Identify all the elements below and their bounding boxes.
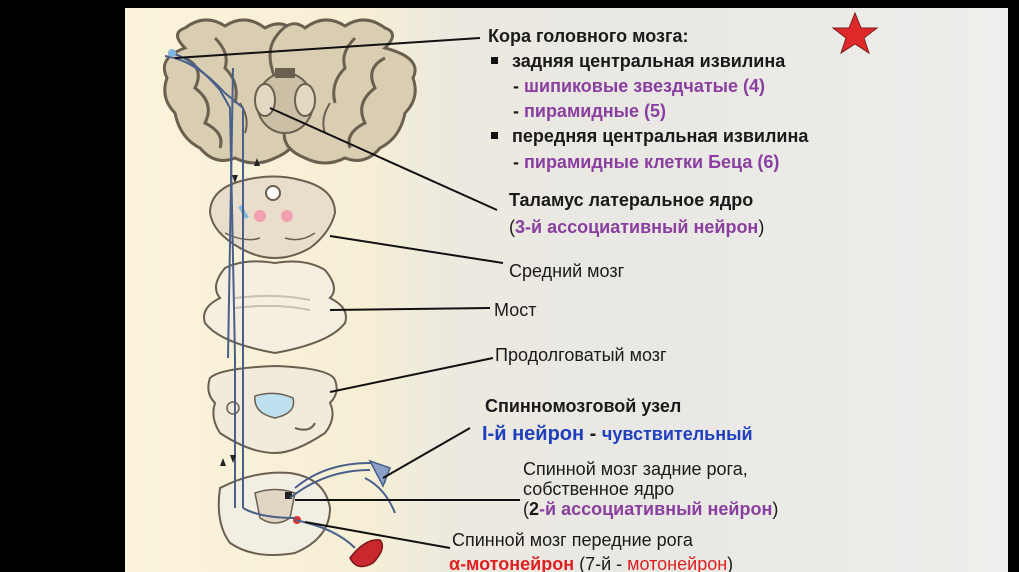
first-neuron-label: I-й нейрон [482,423,585,445]
ganglion-title: Спинномозговой узел [485,396,682,416]
slide: Кора головного мозга: задняя центральная… [125,8,1008,572]
sensory-label: чувствительный [601,424,753,444]
pyramidal-item: - пирамидные (5) [513,101,667,121]
medulla-illustration [207,364,338,455]
medulla-label: Продолговатый мозг [495,345,667,365]
cortex-title: Кора головного мозга: [488,26,689,46]
spinal-cord-illustration [217,471,332,556]
motoneuron-line: α-мотонейрон (7-й - мотонейрон) [449,554,734,572]
midbrain-illustration [208,175,337,259]
muscle-illustration [349,539,384,568]
ventral-horn-line1: Спинной мозг передние рога [452,530,693,550]
bullet-icon [491,131,498,139]
midbrain-label: Средний мозг [509,261,625,281]
brain-pathway-diagram [162,11,879,568]
direction-arrows [220,158,260,466]
thalamus-title: Таламус латеральное ядро [509,190,754,210]
alpha-motoneuron-label: α-мотонейрон [449,554,575,572]
pons-label: Мост [494,300,537,320]
star-icon [831,11,879,55]
betz-item: - пирамидные клетки Беца (6) [513,152,780,172]
posterior-gyrus-label: задняя центральная извилина [512,51,786,71]
anterior-gyrus-label: передняя центральная извилина [512,126,809,146]
stellate-item: - шипиковые звездчатые (4) [513,76,766,96]
stellate-label: шипиковые звездчатые (4) [524,76,766,96]
ganglion-neuron-line: I-й нейрон - чувствительный [482,423,753,445]
betz-label: пирамидные клетки Беца (6) [524,152,780,172]
dorsal-horn-line2: собственное ядро [523,479,675,499]
thalamus-neuron-label: 3-й ассоциативный нейрон [515,217,759,237]
cortex-neuron-marker [168,49,176,57]
posterior-gyrus-item: задняя центральная извилина [491,52,785,70]
dorsal-horn-neuron-line: (2-й ассоциативный нейрон) [523,499,779,519]
pyramidal-label: пирамидные (5) [524,101,667,121]
thalamus-neuron-line: (3-й ассоциативный нейрон) [509,217,765,237]
dorsal-horn-line1: Спинной мозг задние рога, [523,459,748,479]
second-neuron-label: -й ассоциативный нейрон [539,499,773,519]
brain-illustration [162,18,417,165]
pathway-lines [164,52,396,549]
anterior-gyrus-item: передняя центральная извилина [491,127,808,145]
leader-lines [174,37,520,549]
bullet-icon [491,56,498,64]
pons-illustration [203,260,347,355]
